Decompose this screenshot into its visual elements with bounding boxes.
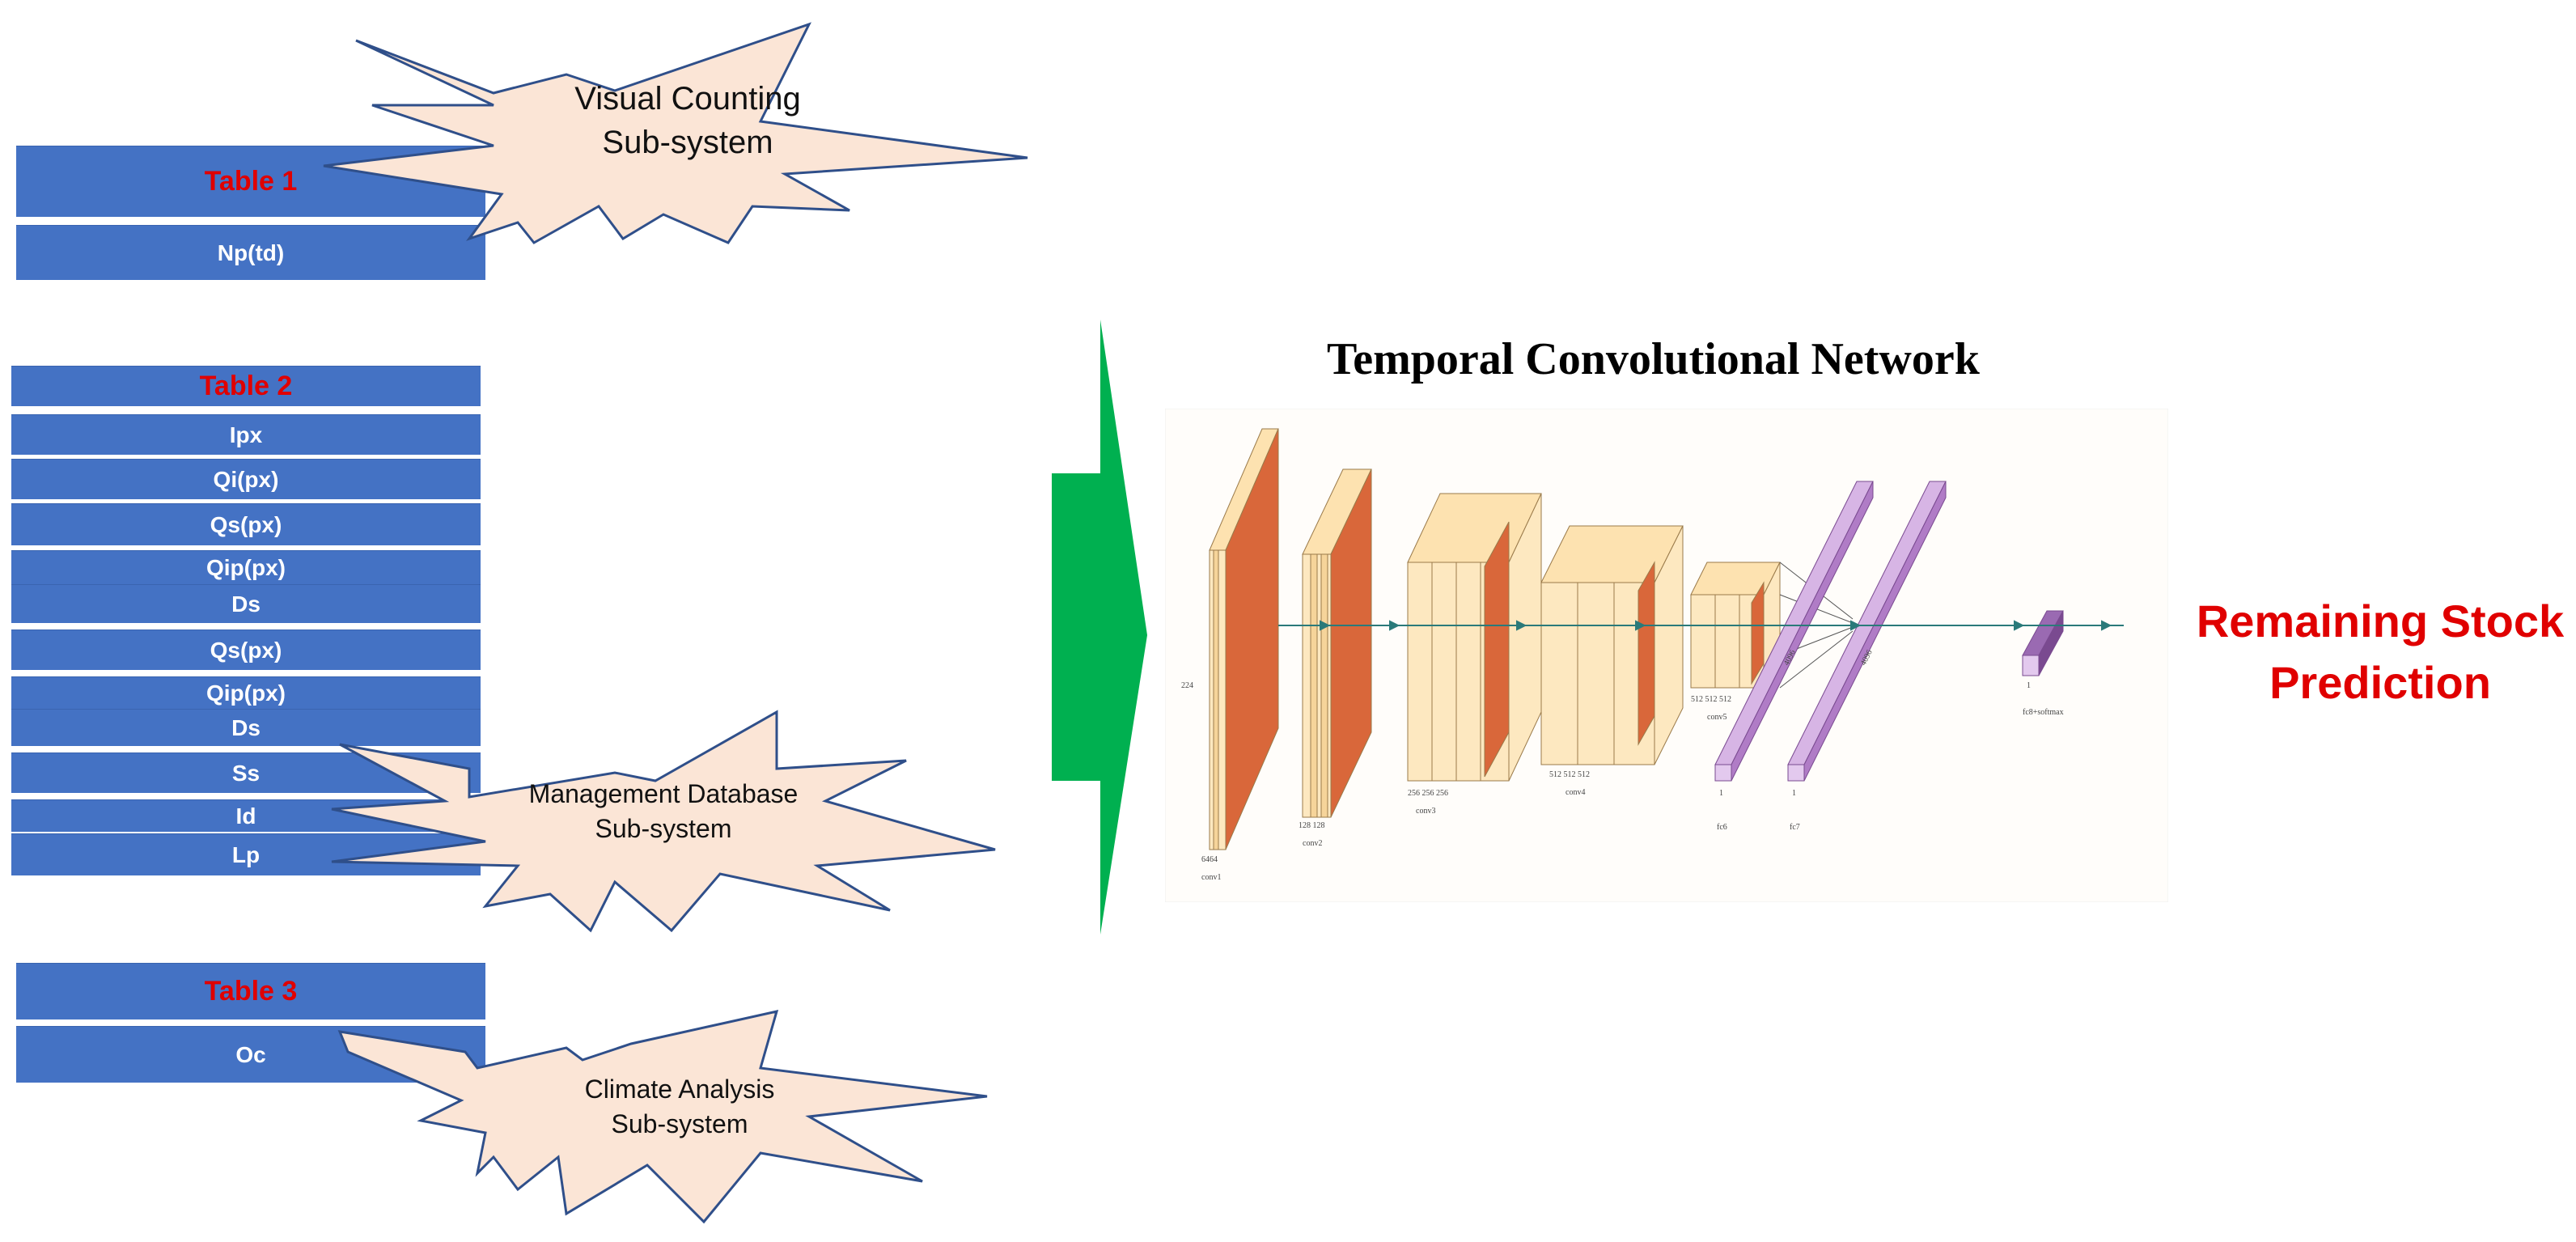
label-224: 224 <box>1181 681 1193 690</box>
label-fc7: fc7 <box>1790 823 1800 832</box>
network-title: Temporal Convolutional Network <box>1327 334 1980 384</box>
climate-analysis-label: Climate Analysis Sub-system <box>518 1072 841 1142</box>
cnn-diagram: 224 6464 conv1 128 128 conv2 256 256 256… <box>1165 409 2168 902</box>
label-conv3: conv3 <box>1416 807 1435 816</box>
conv4-block <box>1540 525 1684 765</box>
output-line1: Remaining Stock <box>2196 596 2565 646</box>
table2-row: Qi(px) <box>11 459 481 499</box>
visual-counting-burst <box>323 22 1028 244</box>
table2-row: Qip(px) <box>11 550 481 584</box>
visual-counting-label: Visual Counting Sub-system <box>518 77 858 164</box>
table2-header: Table 2 <box>11 366 481 406</box>
label-fc6-size: 1 <box>1719 789 1723 798</box>
management-database-line1: Management Database <box>528 779 799 808</box>
visual-counting-line1: Visual Counting <box>574 81 801 117</box>
label-softmax-size: 1 <box>2027 681 2031 690</box>
label-6464: 6464 <box>1201 855 1218 864</box>
management-database-label: Management Database Sub-system <box>485 777 841 846</box>
table3-header: Table 3 <box>16 963 485 1019</box>
management-database-burst <box>331 710 996 933</box>
label-conv4: conv4 <box>1566 788 1585 797</box>
conv2-block <box>1302 468 1372 818</box>
conv1-block <box>1209 428 1279 850</box>
table2-row: Qs(px) <box>11 629 481 670</box>
table1-row-np: Np(td) <box>16 225 485 280</box>
label-256: 256 256 256 <box>1408 789 1448 798</box>
management-database-line2: Sub-system <box>595 814 732 844</box>
climate-analysis-burst <box>337 1009 988 1224</box>
label-conv5: conv5 <box>1707 713 1727 722</box>
table2-row: Ipx <box>11 414 481 455</box>
table2-row: Ds <box>11 709 481 746</box>
label-fc6: fc6 <box>1717 823 1727 832</box>
climate-analysis-line1: Climate Analysis <box>584 1075 775 1104</box>
table2-row: Qip(px) <box>11 676 481 709</box>
climate-analysis-line2: Sub-system <box>611 1109 748 1139</box>
conv3-block <box>1407 493 1542 782</box>
label-512b: 512 512 512 <box>1691 695 1731 704</box>
label-512a: 512 512 512 <box>1549 770 1590 779</box>
green-arrow <box>1052 320 1147 935</box>
label-conv1: conv1 <box>1201 873 1221 882</box>
table2-row: Qs(px) <box>11 503 481 545</box>
table2-row: Ds <box>11 584 481 623</box>
conv5-block <box>1690 562 1781 689</box>
label-softmax: fc8+softmax <box>2023 708 2064 717</box>
label-fc7-size: 1 <box>1792 789 1796 798</box>
visual-counting-line2: Sub-system <box>602 125 773 160</box>
output-line2: Prediction <box>2269 656 2491 708</box>
label-conv2: conv2 <box>1303 839 1322 848</box>
label-128: 128 128 <box>1299 821 1325 830</box>
output-label: Remaining Stock Prediction <box>2184 591 2576 713</box>
fc-layers <box>1714 481 2064 782</box>
